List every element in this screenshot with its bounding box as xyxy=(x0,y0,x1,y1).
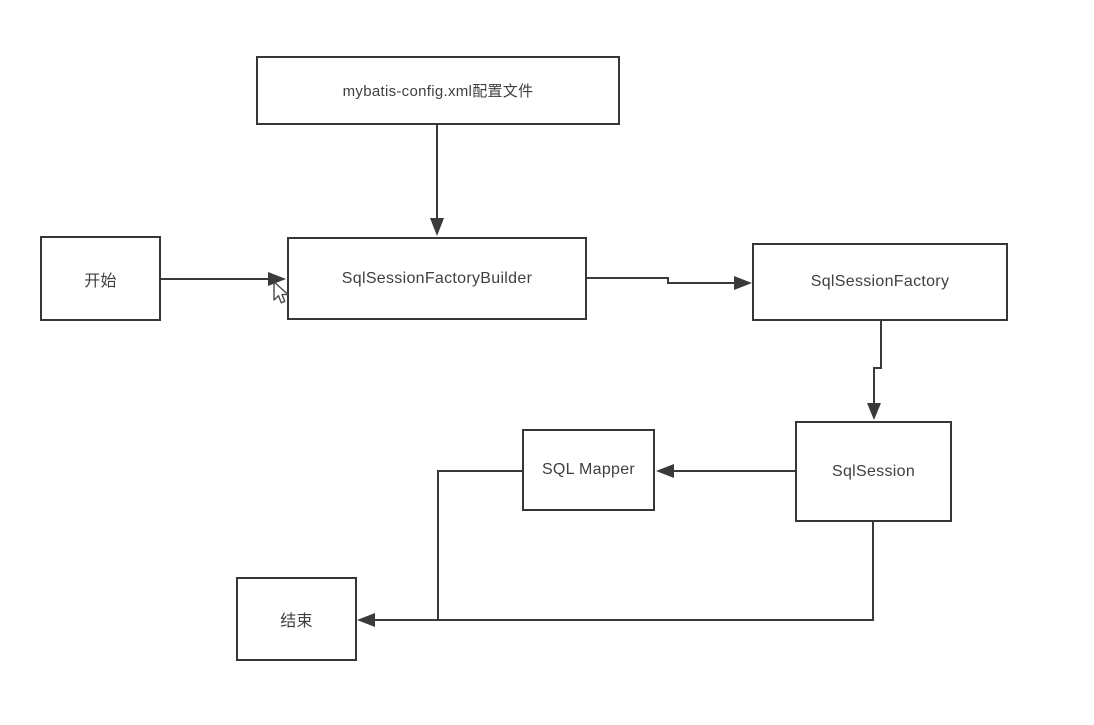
node-label: SqlSession xyxy=(831,462,916,480)
node-sqlsessionfactory[interactable]: SqlSessionFactory xyxy=(752,243,1008,321)
node-mybatis-config-file[interactable]: mybatis-config.xml配置文件 xyxy=(256,56,620,125)
node-end[interactable]: 结束 xyxy=(236,577,357,661)
node-start[interactable]: 开始 xyxy=(40,236,161,321)
connector-session-to-end[interactable] xyxy=(357,522,874,627)
node-sqlsessionfactorybuilder[interactable]: SqlSessionFactoryBuilder xyxy=(287,237,587,320)
node-label: SQL Mapper xyxy=(541,461,636,478)
connector-session-to-mapper[interactable] xyxy=(656,464,795,478)
node-sqlsession[interactable]: SqlSession xyxy=(795,421,952,522)
connector-factory-to-session[interactable] xyxy=(867,321,882,420)
node-label: mybatis-config.xml配置文件 xyxy=(342,83,534,100)
connector-config-to-builder[interactable] xyxy=(430,125,444,236)
node-sql-mapper[interactable]: SQL Mapper xyxy=(522,429,655,511)
node-label: SqlSessionFactoryBuilder xyxy=(341,269,533,287)
node-label: 结束 xyxy=(280,613,313,630)
connector-mapper-to-end[interactable] xyxy=(437,470,522,620)
node-label: SqlSessionFactory xyxy=(810,273,950,290)
connector-start-to-builder[interactable] xyxy=(161,272,286,286)
node-label: 开始 xyxy=(84,272,117,290)
connector-builder-to-factory[interactable] xyxy=(587,276,752,290)
